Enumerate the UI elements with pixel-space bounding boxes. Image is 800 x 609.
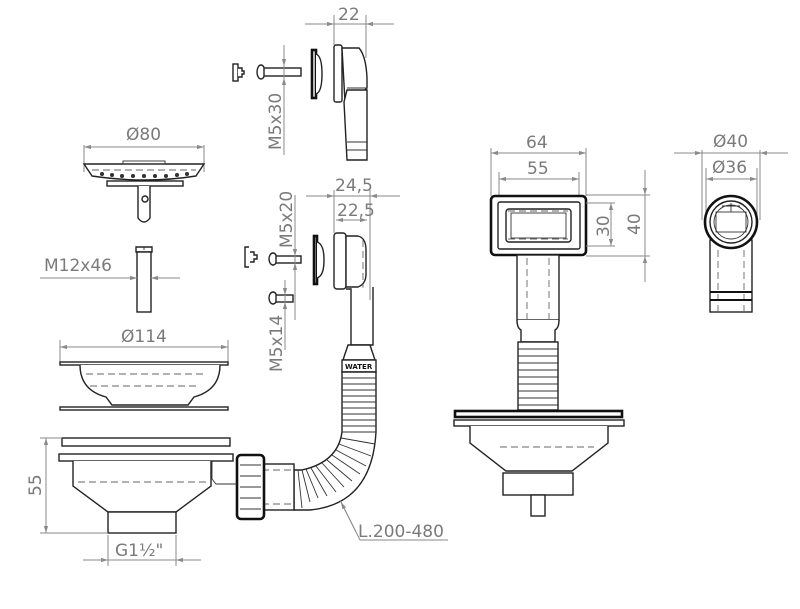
dim-m5x30: M5x30 [266, 93, 286, 150]
dim-24-5: 24,5 [335, 176, 373, 196]
center-screw: M12x46 [40, 246, 180, 313]
dim-m5x20: M5x20 [277, 191, 297, 248]
dim-30: 30 [594, 215, 614, 237]
dim-diameter-80: Ø80 [126, 125, 161, 145]
washer [310, 48, 323, 100]
overflow-elbow-top: M5x30 22 [232, 5, 394, 161]
screw-m5x30 [256, 64, 302, 80]
dim-55-inner: 55 [527, 159, 549, 179]
overflow-assembly: M5x20 M5x14 24,5 22,5 WATER [235, 176, 448, 542]
waste-body: 55 G1½" [26, 437, 237, 566]
dim-22: 22 [338, 5, 360, 25]
dim-22-5: 22,5 [337, 201, 375, 221]
dim-m12x46: M12x46 [44, 256, 112, 276]
dim-diameter-40: Ø40 [713, 132, 748, 152]
hose-brand-label: WATER [345, 363, 373, 371]
rectangular-overflow-front: 64 55 30 40 [453, 133, 650, 517]
round-overflow-front: Ø40 Ø36 [674, 132, 788, 313]
dim-diameter-114: Ø114 [121, 327, 167, 347]
union-nut [235, 453, 266, 521]
clip-icon [232, 63, 245, 82]
dim-40: 40 [625, 213, 645, 235]
dim-hose-length: L.200-480 [358, 522, 444, 542]
clip-icon-2 [244, 246, 258, 268]
elbow-body [333, 44, 368, 161]
dim-m5x14: M5x14 [267, 315, 287, 372]
dim-55: 55 [26, 474, 46, 496]
dim-thread-g1-half: G1½" [115, 541, 163, 561]
dim-diameter-36: Ø36 [712, 158, 747, 178]
flexible-hose [293, 371, 377, 511]
strainer-flange: Ø114 [59, 327, 229, 411]
strainer-basket: Ø80 [82, 125, 206, 223]
dim-64: 64 [526, 133, 548, 153]
